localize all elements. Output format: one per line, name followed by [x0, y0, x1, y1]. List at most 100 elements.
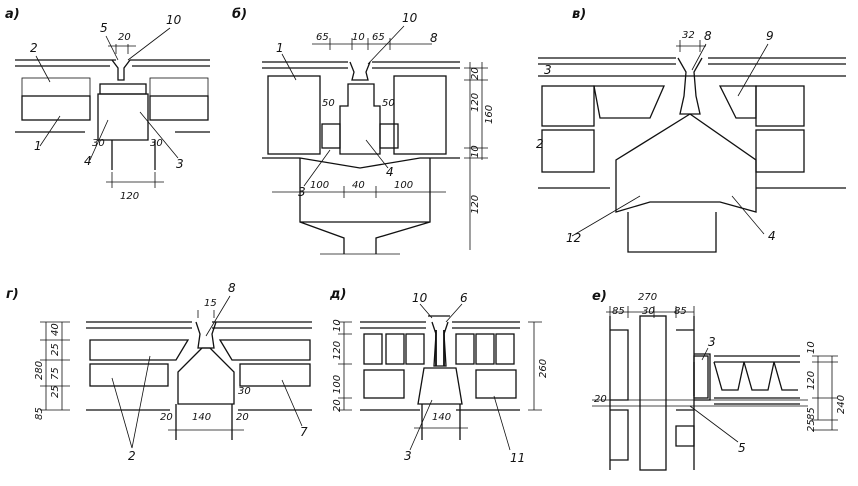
panel-d-callout-m2: 2 — [128, 449, 136, 463]
panel-c-dim-d32: 32 — [682, 30, 695, 41]
panel-d-concrete-core — [177, 347, 235, 405]
drawing-line — [86, 327, 312, 411]
panel-d-dim-v75: 75 — [50, 367, 61, 380]
panel-b-callout-m10: 10 — [402, 11, 418, 25]
panel-c-left-wedge — [593, 85, 665, 119]
panel-e-callout-m3: 3 — [404, 449, 412, 463]
panel-e-callout-m6: 6 — [460, 291, 468, 305]
panel-f-dim-d30: 30 — [642, 306, 655, 317]
panel-b-right-insulation — [393, 75, 447, 155]
panel-a-dim-d120: 120 — [120, 191, 139, 202]
drawing-line — [197, 310, 215, 318]
panel-b-dim-d100b: 100 — [394, 180, 413, 191]
drawing-line — [99, 83, 147, 95]
drawing-line — [495, 333, 515, 365]
panel-f-dim-v240: 240 — [836, 395, 847, 414]
panel-b-label: б) — [232, 7, 247, 22]
panel-d-callout-m7: 7 — [300, 425, 308, 439]
drawing-line — [168, 424, 244, 436]
drawing-line — [111, 295, 303, 449]
panel-c-callout-m8: 8 — [704, 29, 712, 43]
drawing-line — [338, 321, 352, 411]
drawing-line — [272, 186, 446, 198]
panel-f-dim-v85: 85 — [806, 407, 817, 420]
panel-e-dim-v10: 10 — [332, 319, 343, 332]
panel-a-callout-m4: 4 — [84, 154, 92, 168]
panel-b-bottom-line — [262, 157, 460, 169]
drawing-line — [610, 329, 694, 401]
panel-d-dim-d140: 140 — [192, 412, 211, 423]
panel-b-left-insulation — [267, 75, 321, 155]
panel-f-callout-m5: 5 — [738, 441, 746, 455]
panel-a-right-insulation — [149, 95, 209, 121]
panel-a-callout-m1: 1 — [34, 139, 42, 153]
panel-d-dim-v25b: 25 — [50, 385, 61, 398]
panel-d-dim-d20b: 20 — [236, 412, 249, 423]
panel-b-callout-m8: 8 — [430, 31, 438, 45]
drawing-line — [455, 333, 475, 365]
drawing-line — [435, 330, 445, 366]
drawing-line — [592, 399, 808, 407]
panel-f-label: е) — [592, 289, 607, 304]
panel-c-label: в) — [572, 7, 586, 22]
panel-d-upper-insulation-left — [89, 339, 190, 361]
drawing-line — [379, 123, 399, 149]
panel-a-joint-seal — [111, 59, 131, 81]
panel-f-dim-d85b: 85 — [674, 306, 687, 317]
panel-d-dim-d15: 15 — [204, 298, 217, 309]
panel-b-dim-d65b: 65 — [372, 32, 385, 43]
panel-e-top-line — [360, 321, 520, 411]
panel-a-dim-d30b: 30 — [150, 138, 163, 149]
panel-d-lower-insulation-left — [89, 363, 169, 387]
panel-e: д) 140 10 120 100 20 260 10 6 3 11 — [329, 287, 549, 465]
panel-f-slab-top — [714, 355, 800, 363]
drawing-line — [409, 303, 511, 451]
panel-b-callout-m4: 4 — [386, 165, 394, 179]
panel-a-dim-d20: 20 — [118, 32, 131, 43]
panel-c-callout-m4: 4 — [768, 229, 776, 243]
panel-b-dim-d40: 40 — [352, 180, 365, 191]
panel-b-dim-d10: 10 — [352, 32, 365, 43]
panel-a-concrete-core — [97, 93, 149, 141]
panel-b: б) 100 40 100 65 10 65 50 50 20 120 10 1… — [232, 7, 495, 255]
panel-c-callout-m9: 9 — [766, 29, 774, 43]
panel-a-callout-m2: 2 — [30, 41, 38, 55]
panel-f-dim-d270: 270 — [638, 292, 657, 303]
drawing-line — [385, 333, 405, 365]
panel-b-dim-v120: 120 — [470, 93, 481, 112]
panel-b-beam — [299, 158, 431, 254]
drawing-line — [528, 321, 542, 411]
panel-f-dim-d85a: 85 — [612, 306, 625, 317]
drawing-line — [718, 85, 757, 119]
panel-d-dim-v85: 85 — [34, 407, 45, 420]
panel-e-callout-m11: 11 — [510, 451, 525, 465]
panel-a: а) 20 30 30 120 5 10 2 1 4 3 — [5, 7, 210, 202]
panel-a-left-insulation — [21, 95, 91, 121]
drawing-line — [414, 422, 468, 434]
panel-d-dim-d20a: 20 — [160, 412, 173, 423]
panel-f-wall-outline — [609, 316, 695, 470]
panel-a-label: а) — [5, 7, 20, 22]
drawing-line — [627, 212, 717, 253]
drawing-line — [755, 85, 805, 127]
drawing-line — [218, 339, 311, 361]
drawing-line — [675, 425, 695, 447]
drawing-line — [40, 321, 70, 411]
panel-c-joint-seal — [677, 57, 703, 115]
panel-e-callout-m10: 10 — [412, 291, 428, 305]
drawing-line — [541, 85, 595, 127]
panel-e-dim-v100: 100 — [332, 375, 343, 394]
panel-b-callout-m3: 3 — [298, 185, 306, 199]
panel-f-dim-v10: 10 — [806, 341, 817, 354]
drawing-line — [281, 25, 405, 187]
panel-b-dim-d100a: 100 — [310, 180, 329, 191]
panel-b-dim-d50b: 50 — [382, 98, 395, 109]
panel-c-callout-m12: 12 — [566, 231, 581, 245]
panel-c: в) 32 8 9 3 2 12 4 — [536, 7, 846, 253]
panel-c-callout-m2: 2 — [536, 137, 544, 151]
drawing-line — [538, 75, 846, 189]
drawing-line — [610, 409, 694, 461]
drawing-line — [35, 27, 179, 161]
drawing-line — [571, 43, 769, 237]
